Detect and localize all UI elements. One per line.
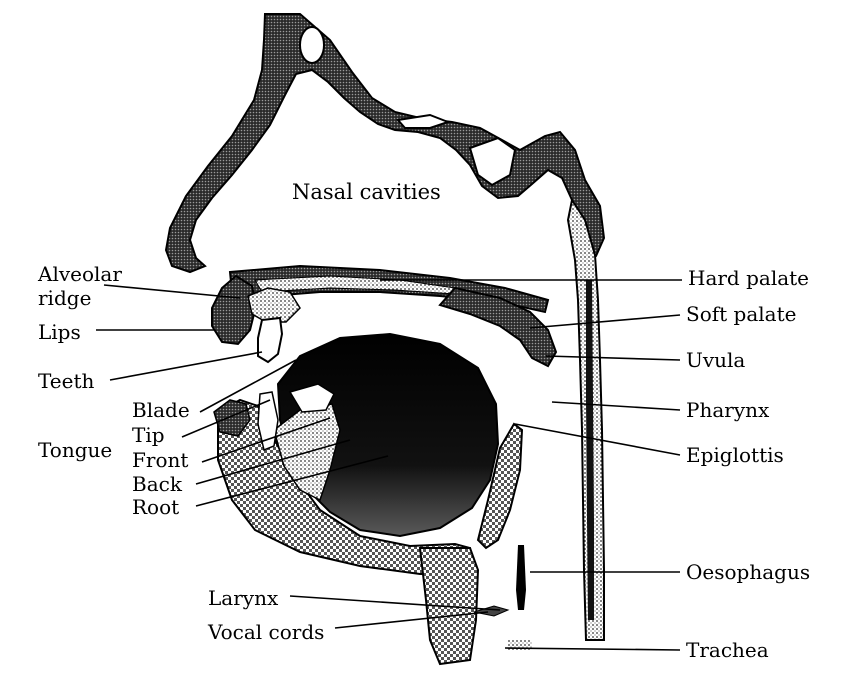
lower-tooth — [257, 391, 279, 452]
label-larynx: Larynx — [208, 586, 279, 610]
leader-alveolar-ridge — [103, 284, 241, 299]
leader-lines — [96, 279, 682, 651]
label-front: Front — [132, 448, 189, 472]
nasal-cavity-wall — [164, 13, 606, 274]
leader-root — [195, 455, 389, 507]
leader-blade — [199, 359, 297, 413]
leader-vocal-cords — [334, 611, 489, 629]
nasal-turbinate — [396, 113, 451, 129]
leader-back — [195, 439, 351, 485]
label-tongue: Tongue — [38, 438, 113, 462]
leader-teeth — [109, 351, 263, 381]
label-pharynx: Pharynx — [686, 398, 770, 422]
label-vocal-cords: Vocal cords — [208, 620, 325, 644]
oesophagus-strip — [516, 545, 526, 610]
leader-trachea — [504, 647, 681, 651]
label-tip: Tip — [132, 423, 165, 447]
leader-soft-palate — [529, 314, 681, 329]
label-soft-palate: Soft palate — [686, 302, 797, 326]
label-back: Back — [132, 472, 182, 496]
leader-epiglottis — [514, 423, 681, 456]
soft-palate-shape — [438, 286, 558, 368]
leader-front — [201, 417, 331, 463]
label-root: Root — [132, 495, 180, 519]
label-blade: Blade — [132, 398, 190, 422]
label-teeth: Teeth — [38, 369, 95, 393]
label-nasal-cavities: Nasal cavities — [292, 180, 441, 204]
label-lips: Lips — [38, 320, 81, 344]
label-uvula: Uvula — [686, 348, 746, 372]
label-hard-palate: Hard palate — [688, 266, 810, 290]
label-alveolar-ridge-line1: Alveolar — [38, 262, 122, 286]
label-epiglottis: Epiglottis — [686, 443, 784, 467]
oesophagus-wall — [586, 280, 594, 620]
vocal-cords-shape — [473, 605, 510, 617]
leader-larynx — [289, 595, 501, 611]
tongue-cavity — [288, 383, 335, 413]
label-oesophagus: Oesophagus — [686, 560, 811, 584]
nasal-concha — [468, 136, 517, 187]
label-trachea: Trachea — [686, 638, 769, 662]
leader-tip — [181, 399, 271, 438]
leader-pharynx — [551, 401, 681, 411]
pharyngeal-wall — [566, 197, 605, 641]
nasal-sinus — [299, 26, 325, 64]
upper-lip — [211, 274, 258, 346]
leader-uvula — [545, 355, 681, 361]
epiglottis-shape — [476, 422, 524, 550]
alveolar-ridge-bone — [247, 287, 301, 323]
label-alveolar-ridge-line2: ridge — [38, 286, 92, 310]
lower-lip — [213, 399, 251, 437]
upper-tooth — [257, 316, 284, 364]
